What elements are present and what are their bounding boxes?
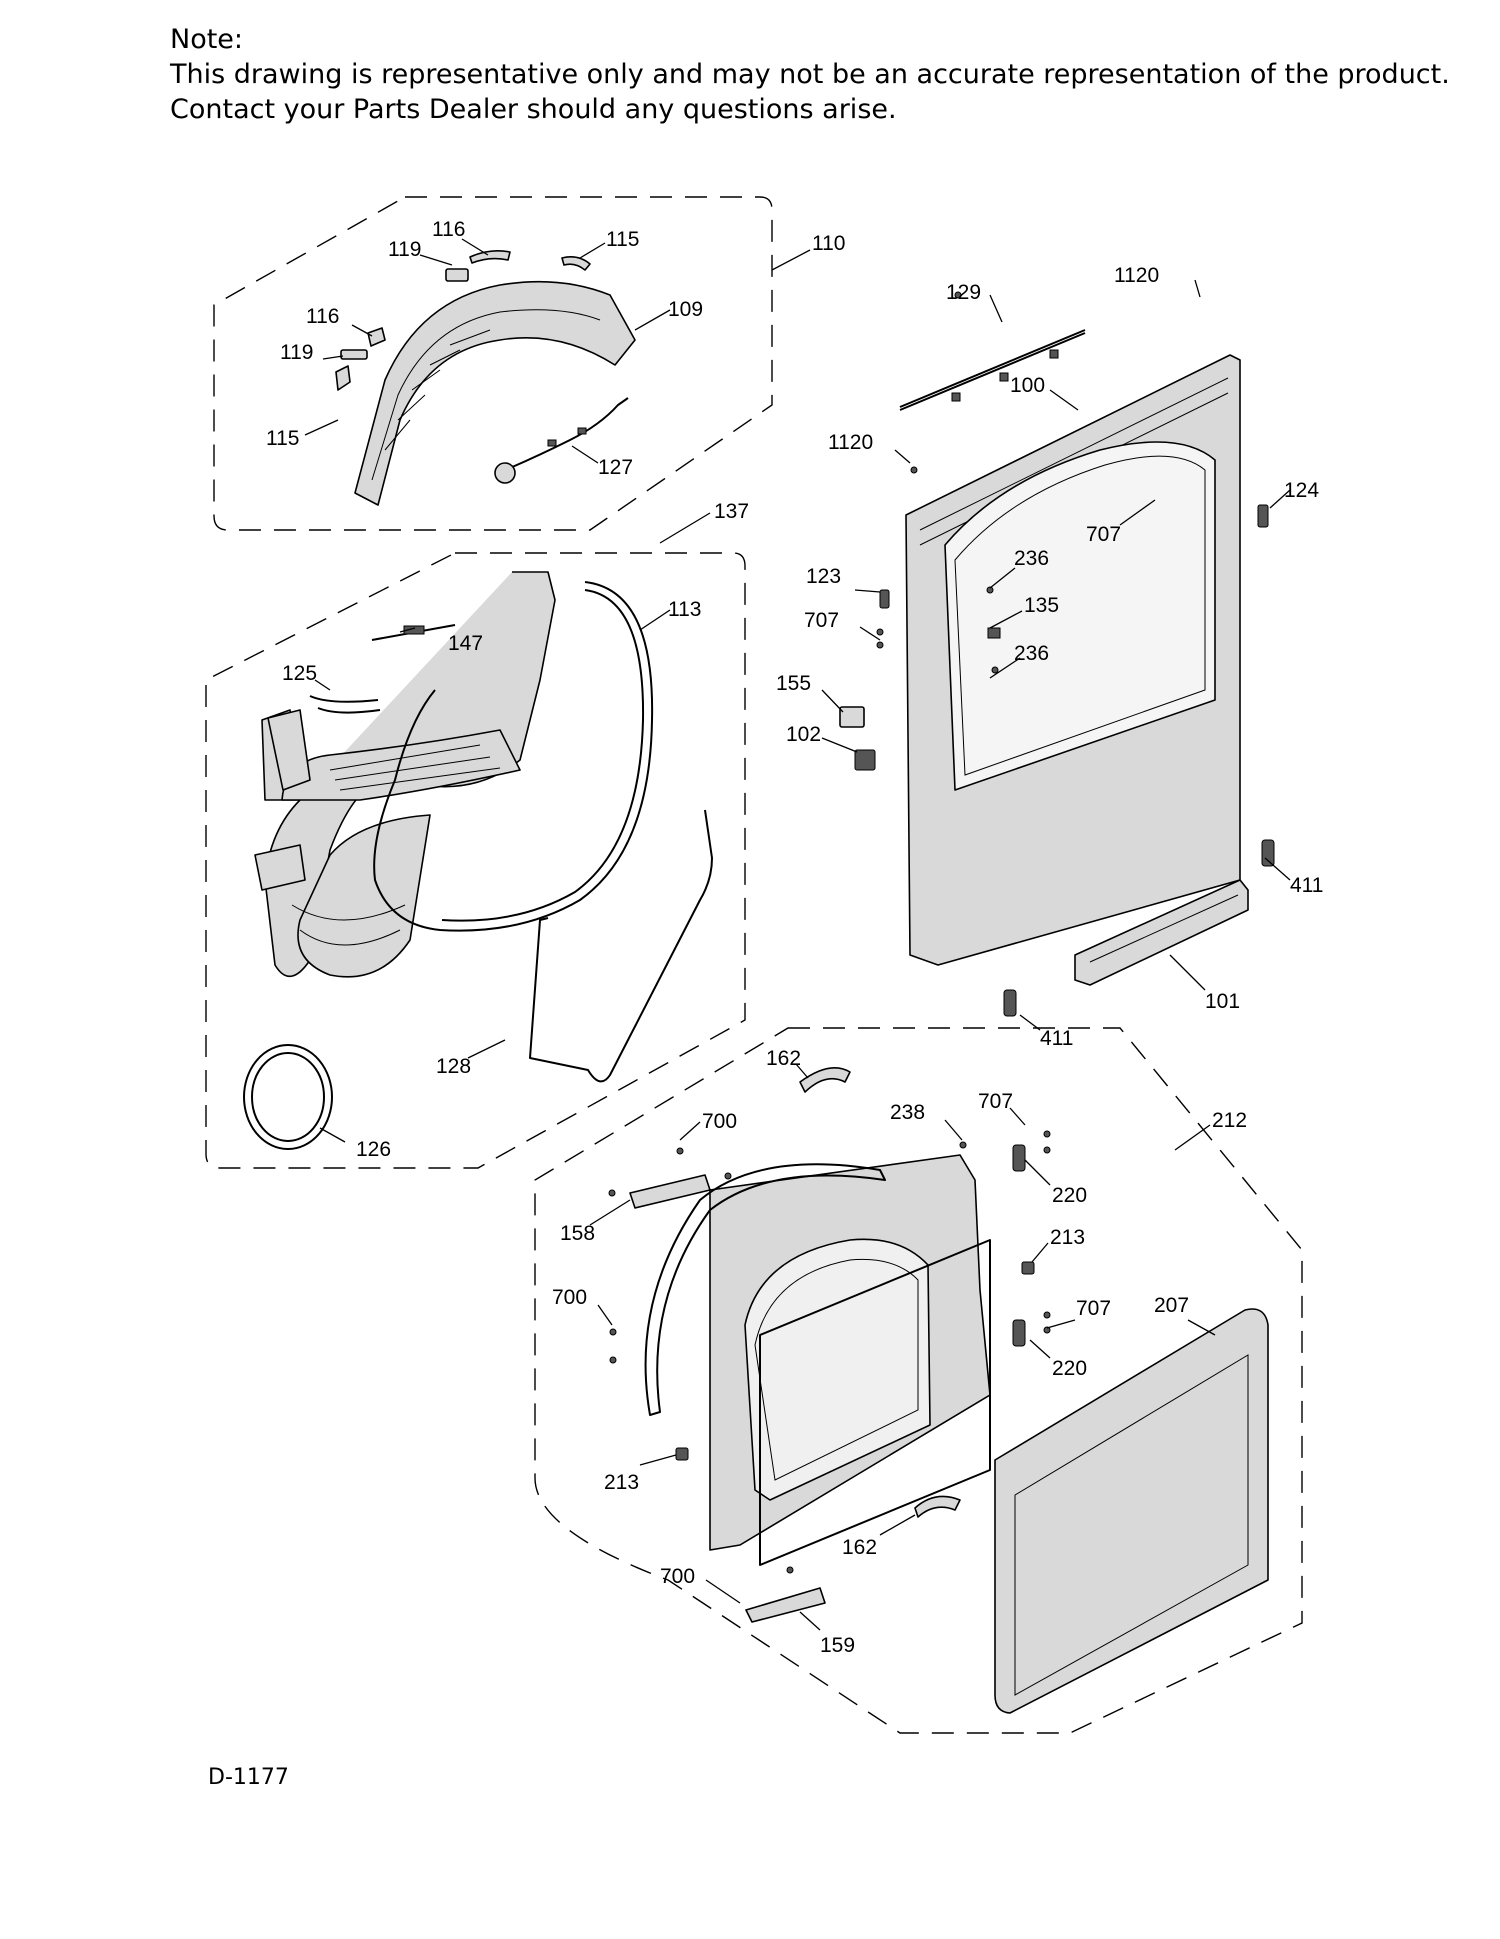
label-128: 128: [436, 1055, 471, 1078]
label-700: 700: [552, 1286, 587, 1309]
label-124: 124: [1284, 479, 1319, 502]
label-127: 127: [598, 456, 633, 479]
label-101: 101: [1205, 990, 1240, 1013]
part-128-wire-harness: [529, 809, 713, 1083]
note-line-1: This drawing is representative only and …: [170, 59, 1450, 90]
label-220: 220: [1052, 1357, 1087, 1380]
label-238: 238: [890, 1101, 925, 1124]
label-126: 126: [356, 1138, 391, 1161]
disclaimer-note: Note: This drawing is representative onl…: [170, 22, 1450, 127]
drawing-number: D-1177: [208, 1765, 289, 1790]
label-110: 110: [812, 232, 845, 255]
part-127-sensor-harness: [494, 397, 629, 484]
part-101-control-knob: [1074, 879, 1249, 986]
note-line-2: Contact your Parts Dealer should any que…: [170, 94, 897, 125]
note-heading: Note:: [170, 24, 244, 55]
label-137: 137: [714, 500, 749, 523]
label-115: 115: [266, 427, 299, 450]
label-220: 220: [1052, 1184, 1087, 1207]
label-1120: 1120: [1114, 264, 1159, 287]
label-147: 147: [448, 632, 483, 655]
label-213: 213: [604, 1471, 639, 1494]
part-212-door-assembly: [709, 1154, 991, 1566]
label-102: 102: [786, 723, 821, 746]
label-162: 162: [842, 1536, 877, 1559]
label-236: 236: [1014, 547, 1049, 570]
label-213: 213: [1050, 1226, 1085, 1249]
label-113: 113: [668, 598, 701, 621]
label-162: 162: [766, 1047, 801, 1070]
label-100: 100: [1010, 374, 1045, 397]
label-707: 707: [1086, 523, 1121, 546]
label-119: 119: [388, 238, 421, 261]
part-labels: 116 115 119 110 116 109 119 115 127 1120…: [266, 218, 1323, 1657]
label-116: 116: [432, 218, 465, 241]
part-100-front-panel: [899, 329, 1241, 966]
part-126-felt-seal-ring: [243, 1044, 333, 1150]
group-212-boundary: [534, 1027, 1303, 1734]
label-236: 236: [1014, 642, 1049, 665]
group-137-boundary: [205, 552, 746, 1169]
label-109: 109: [668, 298, 703, 321]
group-110-boundary: [213, 196, 773, 531]
part-207-outer-door-panel: [994, 1308, 1269, 1714]
door-hinges-handles: [608, 1066, 1051, 1623]
label-155: 155: [776, 672, 811, 695]
label-411: 411: [1040, 1027, 1073, 1050]
part-137-front-duct-assembly: [254, 571, 556, 978]
part-125-wire-clips: [309, 695, 381, 714]
label-212: 212: [1212, 1109, 1247, 1132]
label-119: 119: [280, 341, 313, 364]
part-147-thermistor: [371, 624, 456, 641]
label-207: 207: [1154, 1294, 1189, 1317]
label-707: 707: [1076, 1297, 1111, 1320]
label-125: 125: [282, 662, 317, 685]
label-123: 123: [806, 565, 841, 588]
label-700: 700: [660, 1565, 695, 1588]
label-158: 158: [560, 1222, 595, 1245]
small-fasteners-front: [839, 291, 1275, 1017]
label-1120: 1120: [828, 431, 873, 454]
label-700: 700: [702, 1110, 737, 1133]
leader-lines: [304, 238, 1291, 1631]
label-116: 116: [306, 305, 339, 328]
label-707: 707: [804, 609, 839, 632]
part-seal-gasket-door: [644, 1163, 886, 1416]
label-135: 135: [1024, 594, 1059, 617]
label-159: 159: [820, 1634, 855, 1657]
label-411: 411: [1290, 874, 1323, 897]
part-113-door-seal: [373, 581, 654, 932]
label-115: 115: [606, 228, 639, 251]
part-109-duct-frame: [354, 280, 636, 506]
label-707: 707: [978, 1090, 1013, 1113]
label-129: 129: [946, 281, 981, 304]
